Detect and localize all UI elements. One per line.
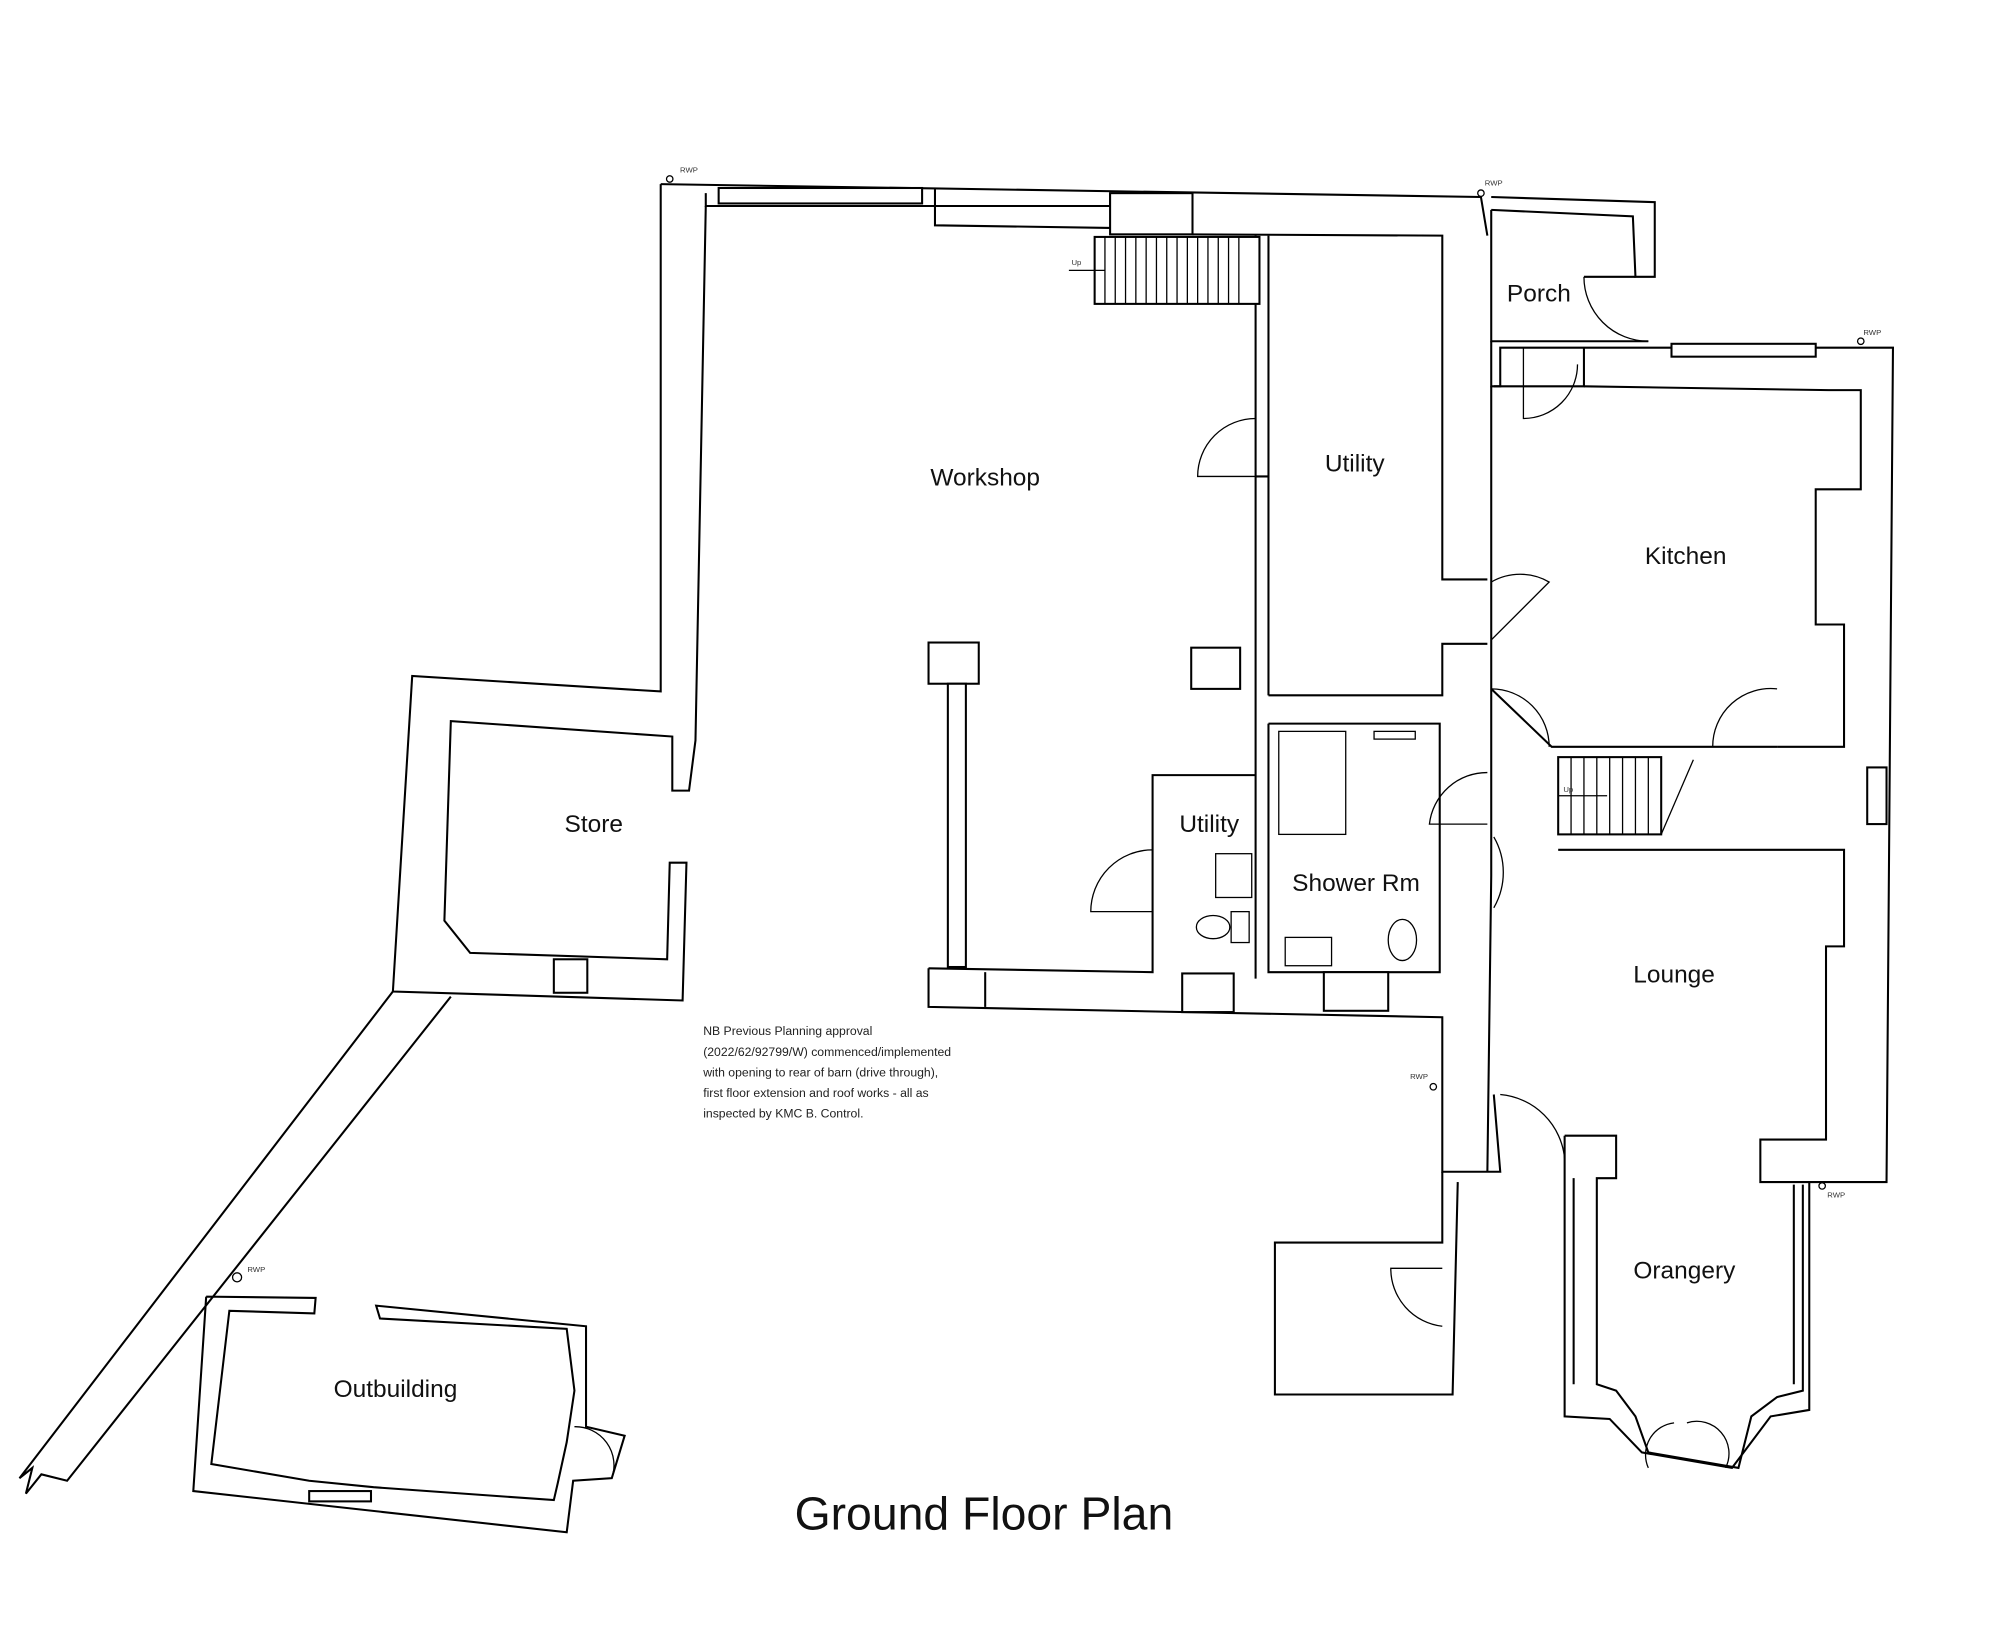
note-line: NB Previous Planning approval [703,1024,872,1038]
room-label-utility-small: Utility [1179,811,1240,838]
note-line: (2022/62/92799/W) commenced/implemented [703,1045,951,1059]
stairs-up-label: Up [1563,785,1573,794]
planning-note: NB Previous Planning approval (2022/62/9… [702,1024,951,1120]
note-line: with opening to rear of barn (drive thro… [702,1065,938,1079]
room-label-outbuilding: Outbuilding [334,1376,458,1403]
stairs-up-label: Up [1071,258,1081,267]
room-label-orangery: Orangery [1633,1258,1736,1285]
note-line: inspected by KMC B. Control. [703,1107,863,1121]
room-label-workshop: Workshop [930,464,1040,491]
room-label-lounge: Lounge [1633,961,1715,988]
rwp-label: RWP [680,166,698,175]
rwp-label: RWP [247,1265,265,1274]
rwp-label: RWP [1410,1072,1428,1081]
room-label-shower-room: Shower Rm [1292,870,1420,897]
plan-title: Ground Floor Plan [795,1488,1174,1540]
room-label-utility: Utility [1325,450,1386,477]
room-label-kitchen: Kitchen [1645,543,1727,570]
rwp-label: RWP [1863,328,1881,337]
room-label-porch: Porch [1507,280,1571,307]
note-line: first floor extension and roof works - a… [703,1086,928,1100]
rwp-label: RWP [1485,178,1503,187]
room-label-store: Store [565,811,623,838]
walls [18,175,1895,1534]
rwp-label: RWP [1827,1190,1845,1199]
